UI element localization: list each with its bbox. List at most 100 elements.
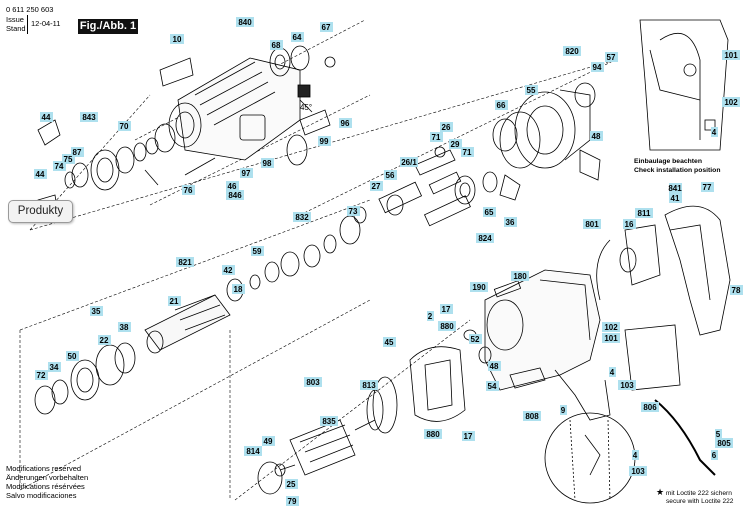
part-label: 832 (295, 213, 309, 222)
part-label: 880 (440, 322, 454, 331)
part-label: 880 (426, 430, 440, 439)
part-label: 71 (432, 133, 441, 142)
part-label: 805 (717, 439, 731, 448)
part-label: 79 (288, 497, 297, 506)
part-label: 102 (724, 98, 738, 107)
part-label: 74 (55, 162, 64, 171)
star-icon: ★ (656, 487, 665, 497)
figure-badge: Fig./Abb. 1 (78, 19, 138, 34)
part-label: 16 (625, 220, 634, 229)
part-label: 813 (362, 381, 376, 390)
stand-label: Stand (6, 24, 26, 33)
part-label: 811 (638, 209, 651, 218)
part-label: 2 (428, 312, 433, 321)
part-label: 821 (178, 258, 192, 267)
part-label: 9 (561, 406, 566, 415)
part-label: 73 (349, 207, 358, 216)
part-label: 4 (610, 368, 615, 377)
part-label: 68 (272, 41, 281, 50)
part-label: 835 (322, 417, 336, 426)
part-label: 48 (592, 132, 601, 141)
part-label: 72 (37, 371, 46, 380)
part-label: 846 (228, 191, 242, 200)
part-label: 41 (671, 194, 680, 203)
document-header: 0 611 250 603 Issue Stand 12-04-11 (6, 5, 60, 34)
part-label: 5 (716, 430, 721, 439)
part-label: 806 (643, 403, 657, 412)
part-label: 820 (565, 47, 579, 56)
part-label: 801 (585, 220, 599, 229)
part-label: 48 (490, 362, 499, 371)
part-label: 843 (82, 113, 96, 122)
part-label: 4 (712, 128, 717, 137)
part-label: 803 (306, 378, 320, 387)
part-label: 17 (442, 305, 451, 314)
part-label: 18 (234, 285, 243, 294)
part-label: 180 (513, 272, 527, 281)
part-label: 27 (372, 182, 381, 191)
part-label: 4 (633, 451, 638, 460)
part-label: 87 (73, 148, 82, 157)
part-label: 38 (120, 323, 129, 332)
part-label: 96 (341, 119, 350, 128)
part-label: 42 (224, 266, 233, 275)
part-label: 46 (228, 182, 237, 191)
part-label: 50 (68, 352, 77, 361)
part-label: 21 (170, 297, 179, 306)
part-label: 45 (385, 338, 394, 347)
part-label: 841 (668, 184, 682, 193)
part-label: 94 (593, 63, 602, 72)
part-label: 77 (703, 183, 712, 192)
part-label: 99 (320, 137, 329, 146)
modifications-note: Modifications reserved Änderungen vorbeh… (6, 464, 89, 500)
part-label: 49 (264, 437, 273, 446)
part-label: 97 (242, 169, 251, 178)
install-position-note: Einbaulage beachten Check installation p… (634, 158, 721, 174)
part-label: 824 (478, 234, 492, 243)
part-label: 814 (246, 447, 260, 456)
part-label: 55 (527, 86, 536, 95)
part-label: 103 (620, 381, 634, 390)
part-label: 44 (36, 170, 45, 179)
part-label: 45° (300, 103, 312, 112)
part-label: 29 (451, 140, 460, 149)
part-label: 22 (100, 336, 109, 345)
part-label: 34 (50, 363, 59, 372)
part-label: 70 (120, 122, 129, 131)
part-label: 64 (293, 33, 302, 42)
part-label: 98 (263, 159, 272, 168)
loctite-note: ★ mit Loctite 222 sichern secure with Lo… (656, 487, 734, 506)
part-label: 52 (471, 335, 480, 344)
issue-date: 12-04-11 (27, 14, 60, 34)
part-label: 36 (506, 218, 515, 227)
part-label: 75 (64, 155, 73, 164)
part-label: 808 (525, 412, 539, 421)
part-label: 44 (42, 113, 51, 122)
part-label: 57 (607, 53, 616, 62)
part-label: 76 (184, 186, 193, 195)
part-label: 56 (386, 171, 395, 180)
part-label: 67 (322, 23, 331, 32)
part-label: 66 (497, 101, 506, 110)
part-label: 65 (485, 208, 494, 217)
part-label: 26 (442, 123, 451, 132)
part-label: 101 (724, 51, 738, 60)
part-label: 17 (464, 432, 473, 441)
part-label: 190 (472, 283, 486, 292)
part-label: 103 (631, 467, 645, 476)
doc-number: 0 611 250 603 (6, 5, 54, 14)
part-label: 10 (173, 35, 182, 44)
produkty-button[interactable]: Produkty (8, 200, 73, 223)
part-label: 102 (604, 323, 618, 332)
part-label: 6 (712, 451, 717, 460)
part-label: 35 (92, 307, 101, 316)
part-label: 101 (604, 334, 618, 343)
part-label: 54 (488, 382, 497, 391)
part-label: 840 (238, 18, 252, 27)
part-label: 26/1 (401, 158, 417, 167)
issue-label: Issue (6, 14, 24, 24)
part-label: 59 (253, 247, 262, 256)
part-label: 78 (732, 286, 741, 295)
part-label: 71 (463, 148, 472, 157)
